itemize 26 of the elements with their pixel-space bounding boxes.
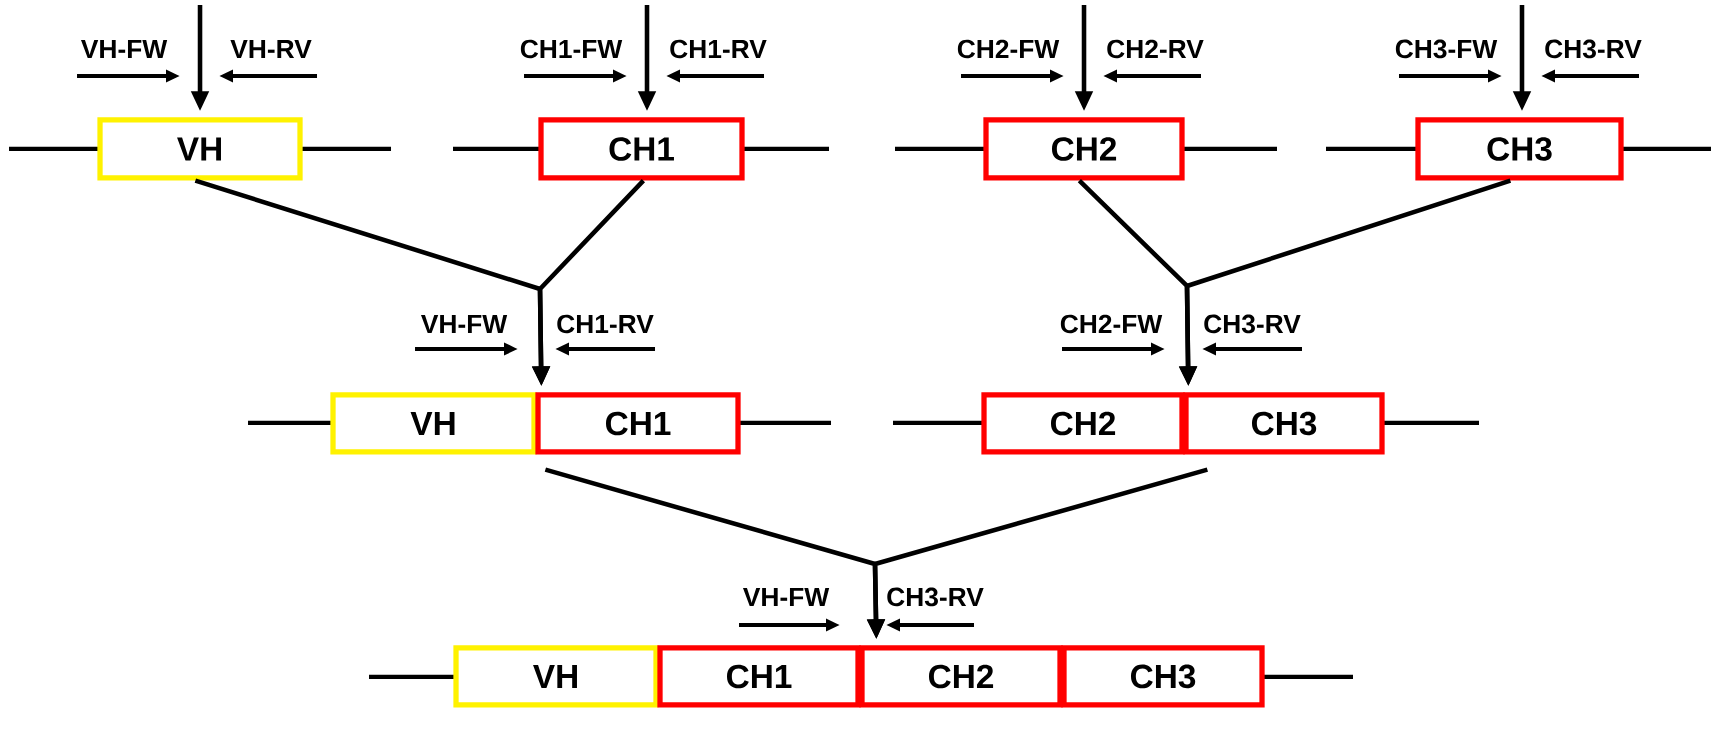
gene-segment-box: CH1 — [538, 117, 745, 181]
gene-segment-box: CH1 — [535, 392, 741, 455]
primer-label: VH-FW — [421, 314, 508, 334]
primer-label: CH2-FW — [957, 39, 1060, 59]
primer-label: CH1-RV — [557, 314, 654, 334]
primer-label: VH-RV — [230, 39, 312, 59]
primer-label: CH2-FW — [1060, 314, 1163, 334]
gene-segment-box: CH3 — [1415, 117, 1624, 181]
primer-label: CH1-FW — [520, 39, 623, 59]
gene-segment-box: CH2 — [983, 117, 1185, 181]
primer-label: CH3-RV — [887, 587, 984, 607]
gene-segment-box: CH2 — [859, 645, 1063, 708]
gene-segment-box: CH3 — [1061, 645, 1265, 708]
primer-label: VH-FW — [743, 587, 830, 607]
primer-label: VH-FW — [81, 39, 168, 59]
gene-segment-box: VH — [97, 117, 303, 181]
primer-label: CH2-RV — [1107, 39, 1204, 59]
gene-segment-box: VH — [453, 645, 659, 708]
primer-label: CH3-RV — [1204, 314, 1301, 334]
gene-segment-box: CH3 — [1183, 392, 1385, 455]
primer-label: CH1-RV — [670, 39, 767, 59]
gene-segment-box: CH1 — [657, 645, 861, 708]
primer-label: CH3-FW — [1395, 39, 1498, 59]
gene-segment-box: VH — [330, 392, 537, 455]
primer-label: CH3-RV — [1545, 39, 1642, 59]
gene-segment-box: CH2 — [981, 392, 1185, 455]
